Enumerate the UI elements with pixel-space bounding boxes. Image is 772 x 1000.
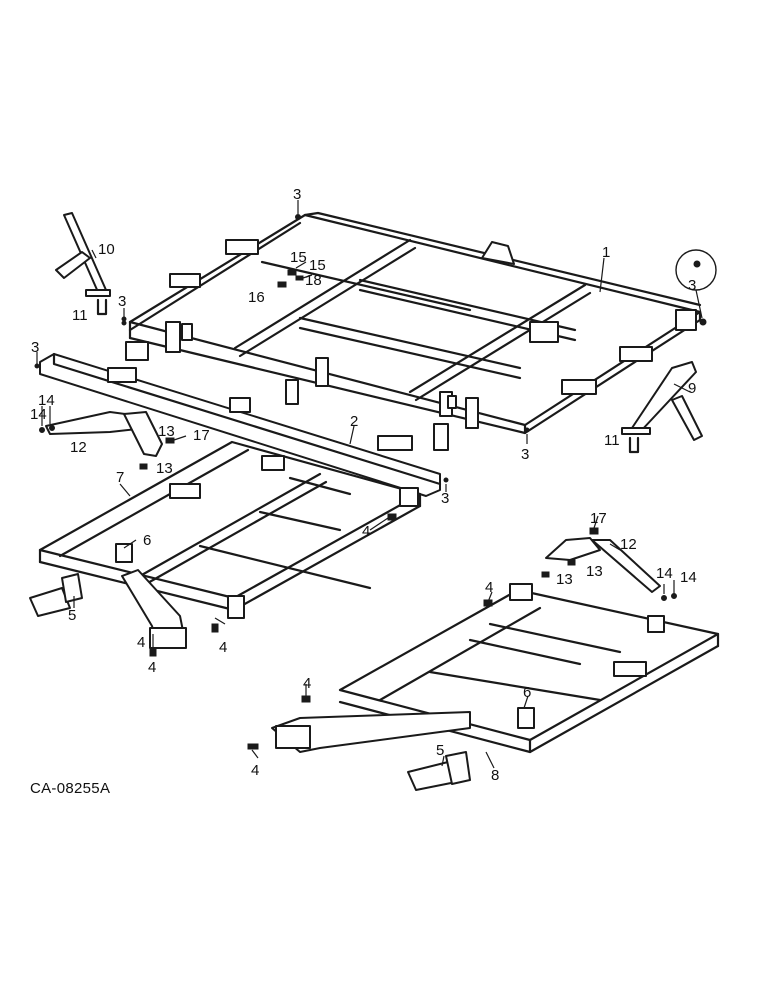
callout-15: 15: [309, 257, 326, 274]
arm-12-left: [39, 411, 187, 470]
callout-14: 14: [680, 569, 697, 586]
callout-1: 1: [602, 244, 610, 261]
cross-beam-2: [34, 341, 449, 497]
fastener-group: [277, 261, 313, 288]
callout-16: 16: [248, 289, 265, 306]
callout-4: 4: [219, 639, 227, 656]
callout-2: 2: [350, 413, 358, 430]
callout-14: 14: [38, 392, 55, 409]
callout-8: 8: [491, 767, 499, 784]
callout-14: 14: [30, 406, 47, 423]
callout-3: 3: [441, 490, 449, 507]
callout-11: 11: [72, 307, 88, 324]
callout-10: 10: [98, 241, 115, 258]
callout-9: 9: [688, 380, 696, 397]
section-frame-8: [247, 583, 720, 754]
diagram-reference-code: CA-08255A: [30, 780, 110, 797]
callout-4: 4: [137, 634, 145, 651]
callout-3: 3: [293, 186, 301, 203]
callout-3: 3: [688, 277, 696, 294]
callout-4: 4: [148, 659, 156, 676]
callout-3: 3: [31, 339, 39, 356]
callout-4: 4: [485, 579, 493, 596]
callout-15: 15: [290, 249, 307, 266]
main-frame: [121, 211, 717, 435]
section-frame-7: [38, 440, 422, 657]
callout-13: 13: [158, 423, 175, 440]
callout-5: 5: [436, 742, 444, 759]
callout-4: 4: [303, 675, 311, 692]
stand-10: [55, 212, 127, 326]
callout-12: 12: [70, 439, 87, 456]
callout-13: 13: [556, 571, 573, 588]
callout-13: 13: [586, 563, 603, 580]
skid-5-left: [29, 573, 83, 617]
stand-9: [621, 361, 703, 454]
skid-5-right: [407, 751, 471, 791]
callout-5: 5: [68, 607, 76, 624]
callout-11: 11: [604, 432, 620, 449]
callout-7: 7: [116, 469, 124, 486]
callout-3: 3: [521, 446, 529, 463]
callout-4: 4: [251, 762, 259, 779]
arm-12-right: [541, 527, 677, 601]
callout-6: 6: [143, 532, 151, 549]
callout-4: 4: [362, 523, 370, 540]
callout-12: 12: [620, 536, 637, 553]
callout-13: 13: [156, 460, 173, 477]
leader-lines: [36, 200, 703, 769]
callout-3: 3: [118, 293, 126, 310]
callout-labels: 1 2 3 3 3 3 3 3 4 4 4 4 4 4 4 5 5 6 6 7 …: [30, 186, 697, 784]
callout-17: 17: [193, 427, 210, 444]
callout-14: 14: [656, 565, 673, 582]
callout-17: 17: [590, 510, 607, 527]
callout-18: 18: [305, 272, 322, 289]
callout-6: 6: [523, 684, 531, 701]
